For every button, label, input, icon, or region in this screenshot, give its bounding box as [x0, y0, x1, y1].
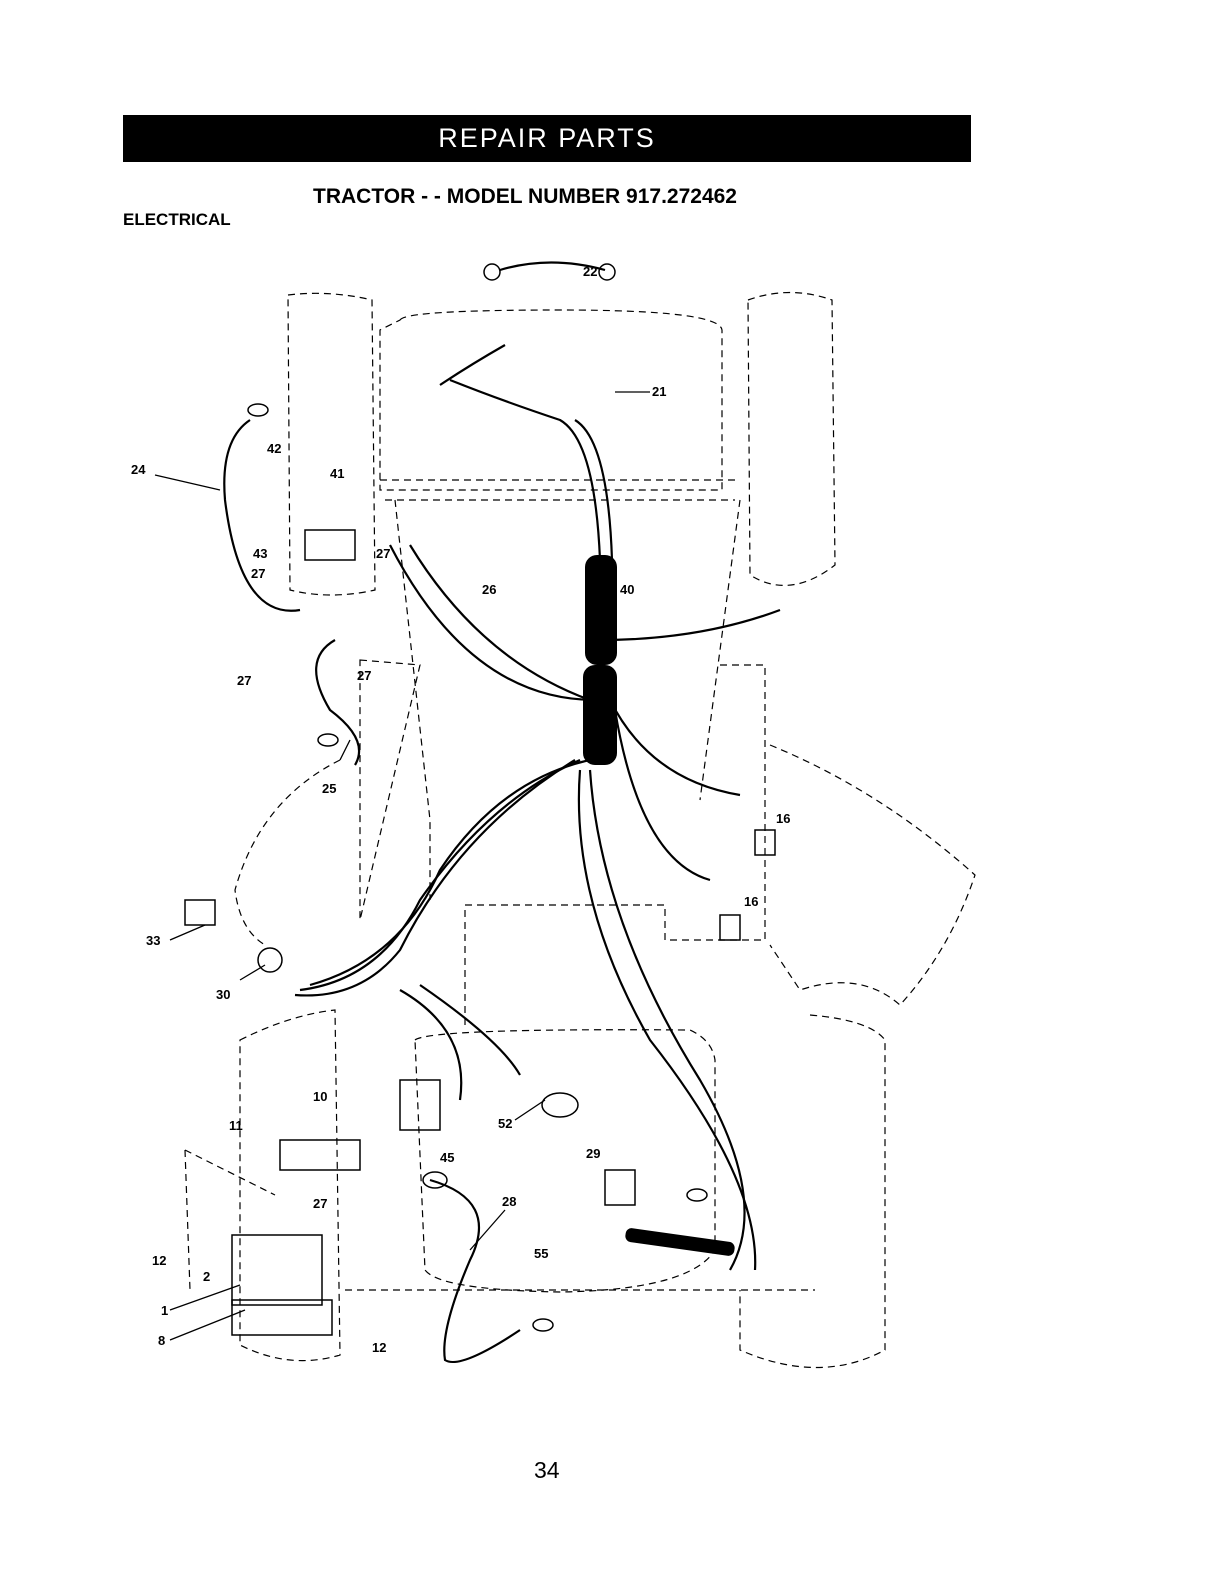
callout-label: 1 [161, 1303, 168, 1318]
callout-label: 16 [744, 894, 758, 909]
callout-label: 26 [482, 582, 496, 597]
callout-label: 25 [322, 781, 336, 796]
headlight-icon [484, 264, 500, 280]
callout-label: 21 [652, 384, 666, 399]
callout-label: 28 [502, 1194, 516, 1209]
cable-terminal-icon [248, 404, 268, 416]
harness-loom [583, 555, 735, 1257]
callout-label: 24 [131, 462, 146, 477]
callout-label: 41 [330, 466, 344, 481]
cable-terminal-icon [533, 1319, 553, 1331]
page-number: 34 [534, 1457, 560, 1484]
callout-label: 22 [583, 264, 597, 279]
callout-labels: 22 21 24 42 41 43 27 27 27 27 26 40 25 1… [131, 264, 790, 1355]
callout-label: 11 [229, 1118, 243, 1133]
battery-hold-down-icon [280, 1140, 360, 1170]
battery-icon [232, 1235, 322, 1305]
cable-terminal-icon [423, 1172, 447, 1188]
callout-label: 12 [372, 1340, 386, 1355]
callout-label: 42 [267, 441, 281, 456]
callout-label: 16 [776, 811, 790, 826]
callout-label: 27 [376, 546, 390, 561]
seat-switch-icon [605, 1170, 635, 1205]
cable-terminal-icon [318, 734, 338, 746]
callout-label: 8 [158, 1333, 165, 1348]
callout-label: 27 [251, 566, 265, 581]
callout-label: 27 [357, 668, 371, 683]
headlight-icon [599, 264, 615, 280]
components [185, 264, 775, 1335]
callout-label: 33 [146, 933, 160, 948]
callout-label: 45 [440, 1150, 454, 1165]
callout-label: 40 [620, 582, 634, 597]
cable-terminal-icon [687, 1189, 707, 1201]
fuse-icon [542, 1093, 578, 1117]
ignition-switch-icon [258, 948, 282, 972]
callout-label: 52 [498, 1116, 512, 1131]
callout-label: 27 [237, 673, 251, 688]
callout-label: 30 [216, 987, 230, 1002]
connector-icon [720, 915, 740, 940]
hour-meter-icon [400, 1080, 440, 1130]
callout-label: 10 [313, 1089, 327, 1104]
callout-label: 27 [313, 1196, 327, 1211]
leader-lines [155, 392, 650, 1340]
callout-label: 2 [203, 1269, 210, 1284]
callout-label: 12 [152, 1253, 166, 1268]
callout-label: 43 [253, 546, 267, 561]
callout-label: 29 [586, 1146, 600, 1161]
key-icon [185, 900, 215, 925]
solenoid-icon [305, 530, 355, 560]
callout-label: 55 [534, 1246, 548, 1261]
